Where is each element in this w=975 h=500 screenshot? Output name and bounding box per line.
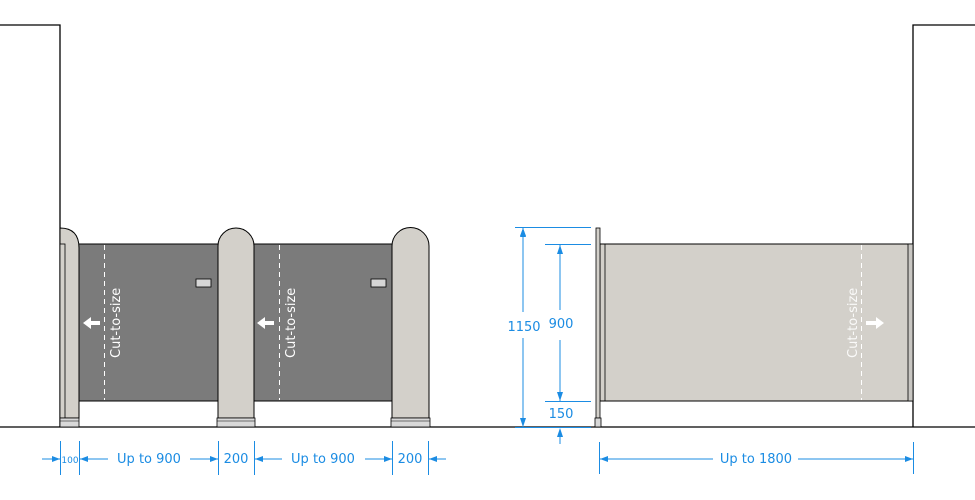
- arrow-left-icon: [257, 317, 274, 329]
- panel-1: Cut-to-size: [77, 243, 220, 402]
- post-base: [59, 417, 80, 428]
- dim-900-label: 900: [549, 317, 574, 332]
- left-wall: [0, 24, 61, 427]
- post-2: [216, 227, 256, 428]
- dim-100-label: 100: [61, 456, 78, 466]
- post-base: [594, 417, 602, 428]
- vertical-dimensions: [515, 227, 591, 444]
- handle-icon: [370, 278, 387, 288]
- right-horizontal-dimension: [599, 442, 914, 474]
- vertical-arrowheads: [520, 228, 563, 437]
- post-base: [390, 417, 431, 428]
- dim-up-to-1800-label: Up to 1800: [720, 452, 792, 467]
- post-base: [216, 417, 256, 428]
- panel-3: Cut-to-size: [599, 243, 914, 402]
- dim-200-label-2: 200: [398, 452, 423, 467]
- arrow-left-icon: [83, 317, 100, 329]
- dim-up-to-900-label-1: Up to 900: [117, 452, 181, 467]
- left-dimensions: [42, 441, 446, 475]
- arrow-right-icon: [866, 317, 884, 329]
- end-post-left: [59, 227, 80, 428]
- handle-icon: [195, 278, 212, 288]
- dim-200-label-1: 200: [224, 452, 249, 467]
- dim-1150-label: 1150: [507, 320, 540, 335]
- post-3: [390, 227, 431, 428]
- cut-to-size-label: Cut-to-size: [109, 288, 124, 358]
- cut-to-size-label: Cut-to-size: [846, 288, 861, 358]
- cut-to-size-label: Cut-to-size: [284, 288, 299, 358]
- dim-up-to-900-label-2: Up to 900: [291, 452, 355, 467]
- right-wall: [912, 24, 975, 427]
- dim-150-label: 150: [549, 407, 574, 422]
- panel-2: Cut-to-size: [252, 243, 394, 402]
- end-post-right: [594, 227, 602, 428]
